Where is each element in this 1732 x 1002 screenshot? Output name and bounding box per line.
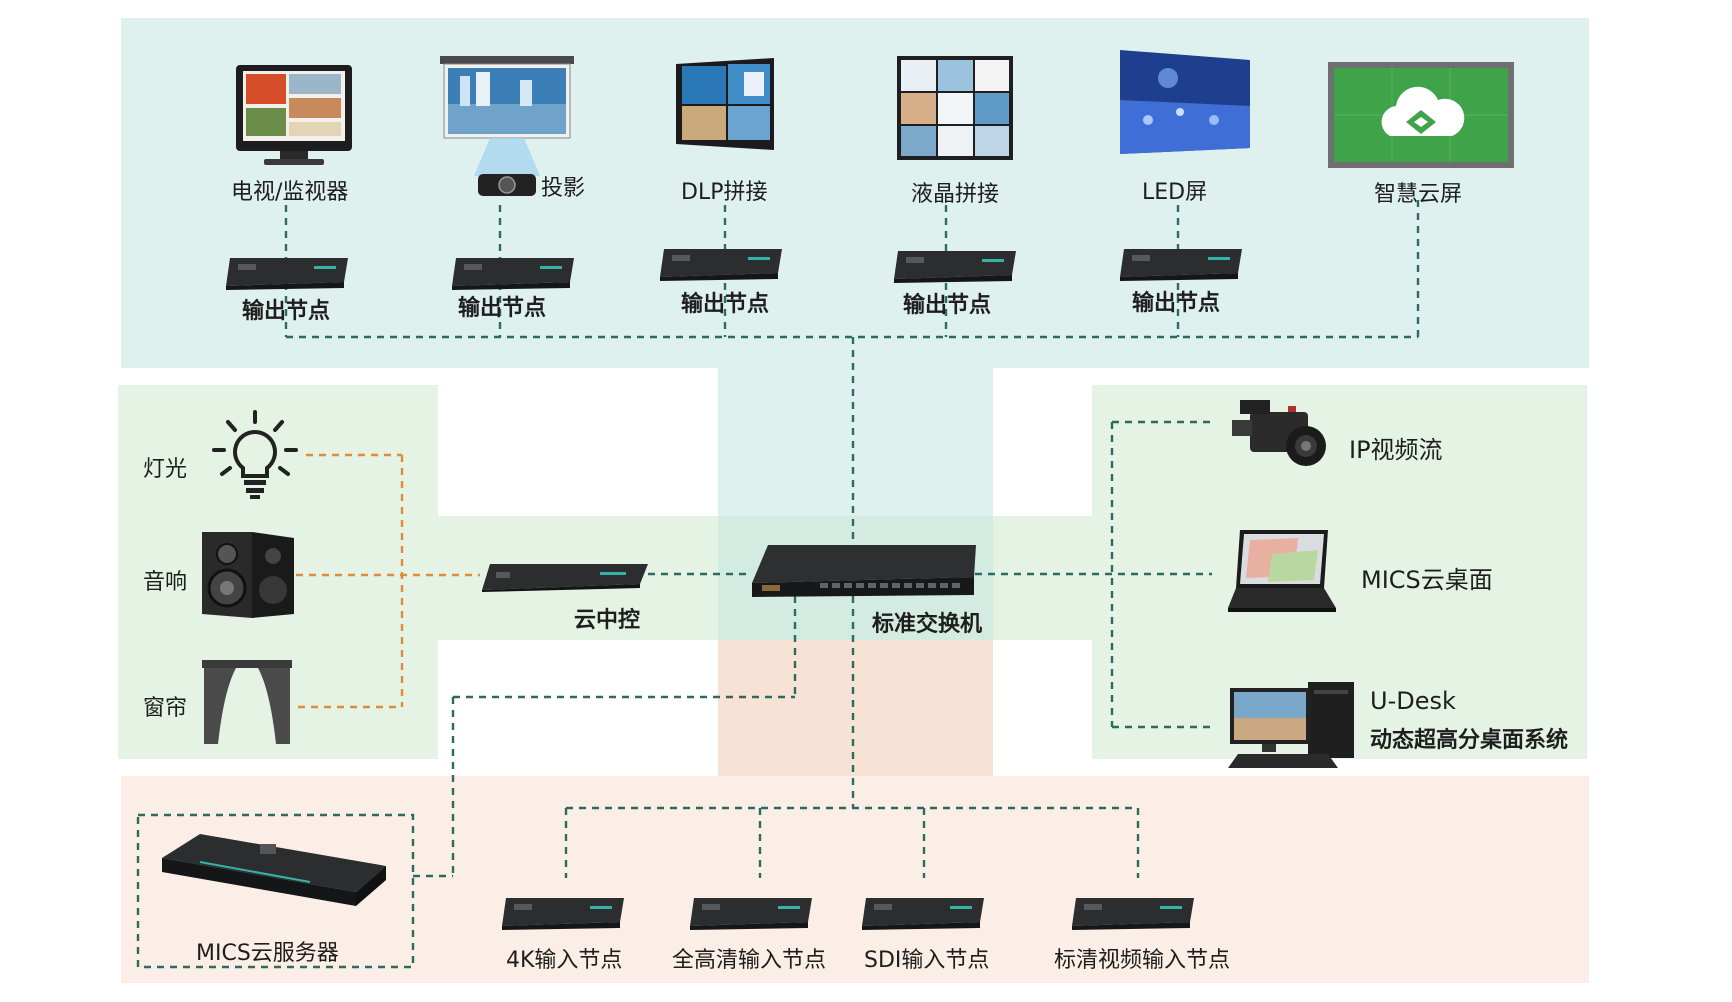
video-camera-icon (1230, 398, 1330, 476)
cloud-control-device (480, 562, 650, 596)
output-node-label: 输出节点 (242, 299, 331, 324)
lcd-wall-icon (895, 54, 1015, 168)
input-node-device (500, 896, 626, 934)
server-label: MICS云服务器 (196, 941, 339, 966)
control-label-curtain: 窗帘 (143, 696, 188, 721)
input-node-device (688, 896, 814, 934)
input-node-device (860, 896, 986, 934)
output-node-label: 输出节点 (681, 292, 770, 317)
network-switch-icon (750, 543, 978, 601)
center-column-bottom (718, 640, 993, 776)
output-node-label: 输出节点 (1132, 291, 1221, 316)
input-node-label: 全高清输入节点 (672, 948, 827, 973)
center-column-top (718, 368, 993, 516)
output-node-device (450, 256, 576, 294)
tv-monitor-icon (234, 62, 354, 176)
curtain-icon (202, 660, 292, 748)
dlp-wall-icon (668, 58, 778, 162)
control-label-light: 灯光 (143, 457, 188, 482)
display-label-led: LED屏 (1142, 180, 1208, 205)
output-node-device (224, 256, 350, 294)
led-screen-icon (1118, 50, 1252, 158)
source-label-ip-stream: IP视频流 (1349, 436, 1443, 464)
speaker-icon (200, 530, 296, 624)
cloud-server-device (160, 832, 390, 930)
display-label-projector: 投影 (541, 176, 586, 201)
smart-cloud-screen-icon (1328, 62, 1514, 172)
display-label-dlp: DLP拼接 (681, 180, 768, 205)
input-node-device (1070, 896, 1196, 934)
input-node-label: 标清视频输入节点 (1054, 948, 1231, 973)
source-label-udesk-sub: 动态超高分桌面系统 (1370, 728, 1569, 753)
switch-label: 标准交换机 (872, 612, 983, 637)
laptop-icon (1228, 528, 1338, 620)
light-bulb-icon (210, 410, 300, 504)
display-label-lcd: 液晶拼接 (911, 182, 1000, 207)
projector-icon (440, 54, 574, 208)
display-label-cloud-screen: 智慧云屏 (1374, 182, 1463, 207)
desktop-pc-icon (1228, 678, 1358, 774)
source-label-mics-desktop: MICS云桌面 (1361, 566, 1493, 594)
output-node-label: 输出节点 (458, 296, 547, 321)
input-node-label: 4K输入节点 (506, 948, 623, 973)
output-node-device (1118, 247, 1244, 285)
cloud-control-label: 云中控 (574, 608, 641, 633)
input-node-label: SDI输入节点 (864, 948, 990, 973)
control-label-audio: 音响 (143, 570, 188, 595)
output-node-device (892, 249, 1018, 287)
output-node-device (658, 247, 784, 285)
display-label-tv: 电视/监视器 (231, 180, 349, 205)
output-node-label: 输出节点 (903, 293, 992, 318)
source-label-udesk: U-Desk (1370, 687, 1456, 715)
